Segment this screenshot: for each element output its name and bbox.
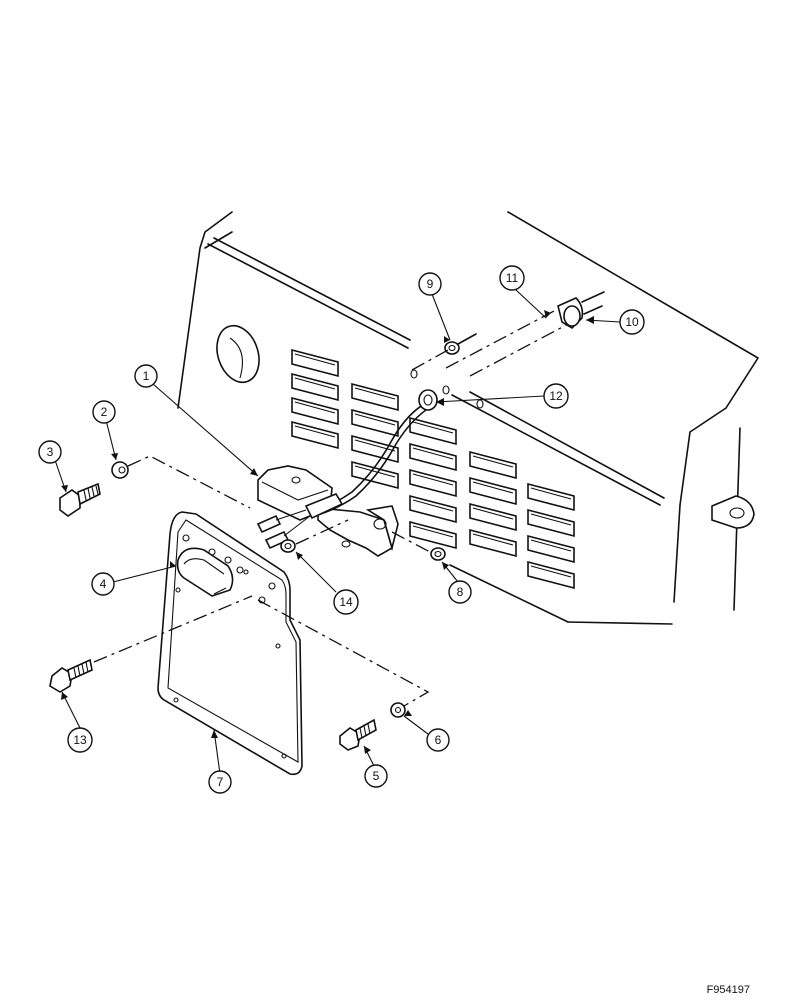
callout-3: 3: [38, 440, 62, 464]
grille-slot: [409, 416, 457, 446]
grille-slot-shade: [530, 513, 572, 526]
grille-slot: [409, 520, 457, 550]
nut-top: [444, 333, 477, 355]
svg-text:12: 12: [549, 389, 563, 403]
grille-slot: [291, 348, 339, 378]
svg-text:14: 14: [339, 595, 353, 609]
washer-6: [390, 702, 406, 718]
svg-text:6: 6: [435, 733, 442, 747]
callout-1: 1: [134, 364, 158, 388]
svg-text:8: 8: [457, 585, 464, 599]
grille-slot-shade: [294, 353, 336, 366]
grille-slot-shade: [354, 465, 396, 478]
grille-slot: [291, 396, 339, 426]
svg-text:13: 13: [73, 733, 87, 747]
grille-slot-shade: [472, 507, 514, 520]
grille-slot: [469, 502, 517, 532]
grille-slot: [527, 508, 575, 538]
rear-panel: [177, 211, 759, 625]
grille-slot: [469, 450, 517, 480]
grille-slot: [291, 420, 339, 450]
plate-lamp: [176, 547, 234, 597]
figure-code: F954197: [706, 984, 750, 996]
callout-10: 10: [619, 309, 645, 335]
grommet: [418, 389, 438, 411]
callout-9: 9: [418, 272, 442, 296]
grille-slot: [527, 482, 575, 512]
grille-slot-shade: [412, 473, 454, 486]
svg-text:2: 2: [101, 405, 108, 419]
callout-14: 14: [333, 589, 359, 615]
grille-slot-shade: [472, 455, 514, 468]
svg-text:10: 10: [625, 315, 639, 329]
grille-slot: [469, 476, 517, 506]
svg-text:9: 9: [427, 277, 434, 291]
grille-slot: [351, 408, 399, 438]
wire-harness: [256, 401, 433, 550]
grille-slot-shade: [294, 377, 336, 390]
bolt-13: [49, 658, 93, 693]
svg-text:1: 1: [143, 369, 150, 383]
license-plate: [157, 511, 303, 776]
center-lines: [93, 349, 449, 707]
grille-slot: [291, 372, 339, 402]
callout-7: 7: [208, 770, 232, 794]
grille-slot-shade: [354, 387, 396, 400]
grille-slot-shade: [294, 401, 336, 414]
grille-slot-shade: [412, 421, 454, 434]
grille-slot: [351, 434, 399, 464]
bolt-5: [339, 718, 377, 751]
grille-slot-shade: [412, 447, 454, 460]
callout-11: 11: [499, 265, 525, 291]
callout-4: 4: [91, 572, 115, 596]
grille-slot: [469, 528, 517, 558]
callouts: 1 2 3 4 5 6 7 8 9 10 11 12 13 14: [38, 265, 645, 794]
callout-12: 12: [543, 383, 569, 409]
washer-2: [111, 461, 129, 479]
svg-text:11: 11: [506, 271, 519, 285]
connector-plug: [445, 291, 605, 377]
nut-left: [280, 539, 296, 553]
grille-slot-shade: [530, 487, 572, 500]
grille-slot-shade: [294, 425, 336, 438]
svg-text:5: 5: [373, 769, 380, 783]
grille-slot: [409, 494, 457, 524]
callout-5: 5: [364, 764, 388, 788]
svg-text:4: 4: [100, 577, 107, 591]
svg-text:7: 7: [217, 775, 224, 789]
grille-slot: [409, 468, 457, 498]
callout-2: 2: [92, 400, 116, 424]
grille-slot-shade: [472, 481, 514, 494]
grille-slot: [351, 382, 399, 412]
grille-slot-shade: [412, 499, 454, 512]
callout-13: 13: [67, 727, 93, 753]
panel-hole: [216, 324, 260, 384]
grille-slot: [527, 534, 575, 564]
leader-arrows: [61, 310, 594, 754]
grille-slot: [527, 560, 575, 590]
grille-slot-shade: [472, 533, 514, 546]
bolt-3: [59, 482, 101, 517]
grille-slot-shade: [530, 565, 572, 578]
nut-right: [430, 547, 446, 561]
svg-text:3: 3: [47, 445, 54, 459]
grille-slot-shade: [354, 413, 396, 426]
grille-slot-shade: [530, 539, 572, 552]
grille-slot: [409, 442, 457, 472]
grille-slot-shade: [354, 439, 396, 452]
callout-8: 8: [448, 580, 472, 604]
callout-6: 6: [426, 728, 450, 752]
grille-slot-shade: [412, 525, 454, 538]
grille-slots: [291, 348, 575, 590]
